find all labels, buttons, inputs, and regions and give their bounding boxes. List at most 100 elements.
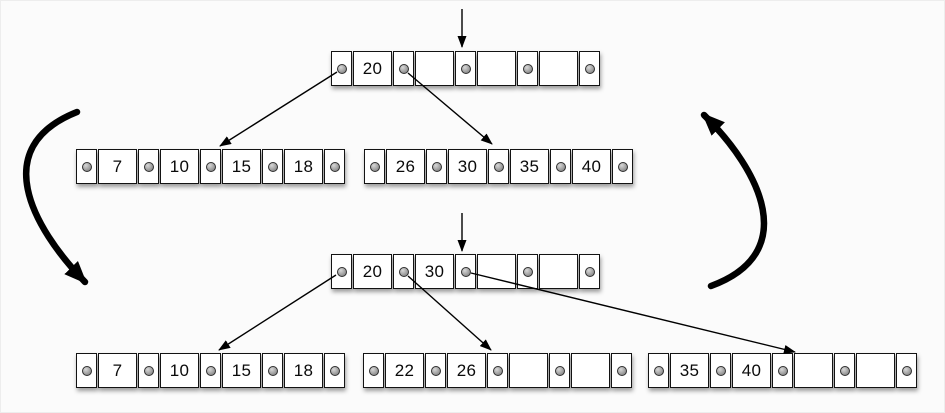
- pointer-slot: [612, 149, 633, 184]
- pointer-slot: [200, 149, 221, 184]
- pointer-slot: [549, 353, 570, 388]
- pointer-dot-icon: [460, 63, 471, 74]
- pointer-dot-icon: [81, 365, 92, 376]
- pointer-dot-icon: [398, 266, 409, 277]
- pointer-slot: [517, 51, 538, 86]
- pointer-dot-icon: [584, 266, 595, 277]
- pointer-slot: [363, 353, 384, 388]
- pointer-dot-icon: [617, 161, 628, 172]
- pointer-slot: [76, 149, 97, 184]
- key-cell: 7: [98, 149, 137, 184]
- pointer-slot: [331, 51, 352, 86]
- pointer-dot-icon: [430, 365, 441, 376]
- key-cell: [794, 353, 833, 388]
- pointer-slot: [550, 149, 571, 184]
- pointer-slot: [426, 149, 447, 184]
- key-cell: 20: [353, 254, 392, 289]
- btree-node-top-child-right: 26 30 35 40: [364, 149, 633, 184]
- key-cell: [539, 51, 578, 86]
- pointer-slot: [517, 254, 538, 289]
- key-cell: 10: [160, 149, 199, 184]
- key-cell: 7: [98, 353, 137, 388]
- pointer-dot-icon: [584, 63, 595, 74]
- pointer-dot-icon: [492, 365, 503, 376]
- pointer-dot-icon: [369, 161, 380, 172]
- pointer-slot: [772, 353, 793, 388]
- cycle-arrow-right: [700, 111, 768, 290]
- pointer-dot-icon: [205, 365, 216, 376]
- pointer-slot: [488, 149, 509, 184]
- key-cell: 40: [572, 149, 611, 184]
- pointer-dot-icon: [143, 161, 154, 172]
- pointer-dot-icon: [901, 365, 912, 376]
- pointer-dot-icon: [267, 161, 278, 172]
- pointer-slot: [364, 149, 385, 184]
- btree-node-bottom-child-middle: 22 26: [363, 353, 632, 388]
- pointer-slot: [76, 353, 97, 388]
- pointer-slot: [648, 353, 669, 388]
- pointer-slot: [455, 51, 476, 86]
- key-cell: [571, 353, 610, 388]
- key-cell: 30: [415, 254, 454, 289]
- pointer-dot-icon: [336, 63, 347, 74]
- pointer-dot-icon: [329, 365, 340, 376]
- key-cell: 18: [284, 353, 323, 388]
- pointer-slot: [200, 353, 221, 388]
- pointer-dot-icon: [653, 365, 664, 376]
- pointer-arrow-top-root-p1-to-top-child-left: [219, 71, 338, 147]
- pointer-dot-icon: [616, 365, 627, 376]
- pointer-slot: [579, 51, 600, 86]
- pointer-slot: [393, 51, 414, 86]
- pointer-dot-icon: [431, 161, 442, 172]
- pointer-slot: [138, 149, 159, 184]
- key-cell: 22: [385, 353, 424, 388]
- key-cell: 15: [222, 353, 261, 388]
- pointer-slot: [324, 353, 345, 388]
- btree-node-bottom-child-left: 7 10 15 18: [76, 353, 345, 388]
- pointer-dot-icon: [205, 161, 216, 172]
- btree-node-top-child-left: 7 10 15 18: [76, 149, 345, 184]
- pointer-slot: [611, 353, 632, 388]
- pointer-slot: [331, 254, 352, 289]
- pointer-dot-icon: [715, 365, 726, 376]
- pointer-dot-icon: [522, 63, 533, 74]
- key-cell: [509, 353, 548, 388]
- pointer-dot-icon: [368, 365, 379, 376]
- key-cell: [477, 51, 516, 86]
- pointer-dot-icon: [554, 365, 565, 376]
- pointer-dot-icon: [493, 161, 504, 172]
- pointer-dot-icon: [522, 266, 533, 277]
- pointer-slot: [455, 254, 476, 289]
- pointer-dot-icon: [336, 266, 347, 277]
- key-cell: [477, 254, 516, 289]
- key-cell: 26: [386, 149, 425, 184]
- pointer-dot-icon: [81, 161, 92, 172]
- pointer-slot: [324, 149, 345, 184]
- pointer-dot-icon: [143, 365, 154, 376]
- pointer-slot: [896, 353, 917, 388]
- key-cell: 40: [732, 353, 771, 388]
- pointer-slot: [262, 149, 283, 184]
- key-cell: 30: [448, 149, 487, 184]
- key-cell: 10: [160, 353, 199, 388]
- pointer-dot-icon: [460, 266, 471, 277]
- pointer-slot: [834, 353, 855, 388]
- pointer-dot-icon: [267, 365, 278, 376]
- pointer-slot: [487, 353, 508, 388]
- cycle-arrow-left: [22, 108, 89, 286]
- key-cell: 18: [284, 149, 323, 184]
- pointer-dot-icon: [555, 161, 566, 172]
- pointer-dot-icon: [839, 365, 850, 376]
- key-cell: 35: [510, 149, 549, 184]
- pointer-slot: [710, 353, 731, 388]
- pointer-dot-icon: [398, 63, 409, 74]
- key-cell: 15: [222, 149, 261, 184]
- pointer-slot: [393, 254, 414, 289]
- btree-node-top-root: 20: [331, 51, 600, 86]
- pointer-arrow-bottom-root-p1-to-bottom-child-left: [218, 274, 337, 351]
- key-cell: 26: [447, 353, 486, 388]
- key-cell: [539, 254, 578, 289]
